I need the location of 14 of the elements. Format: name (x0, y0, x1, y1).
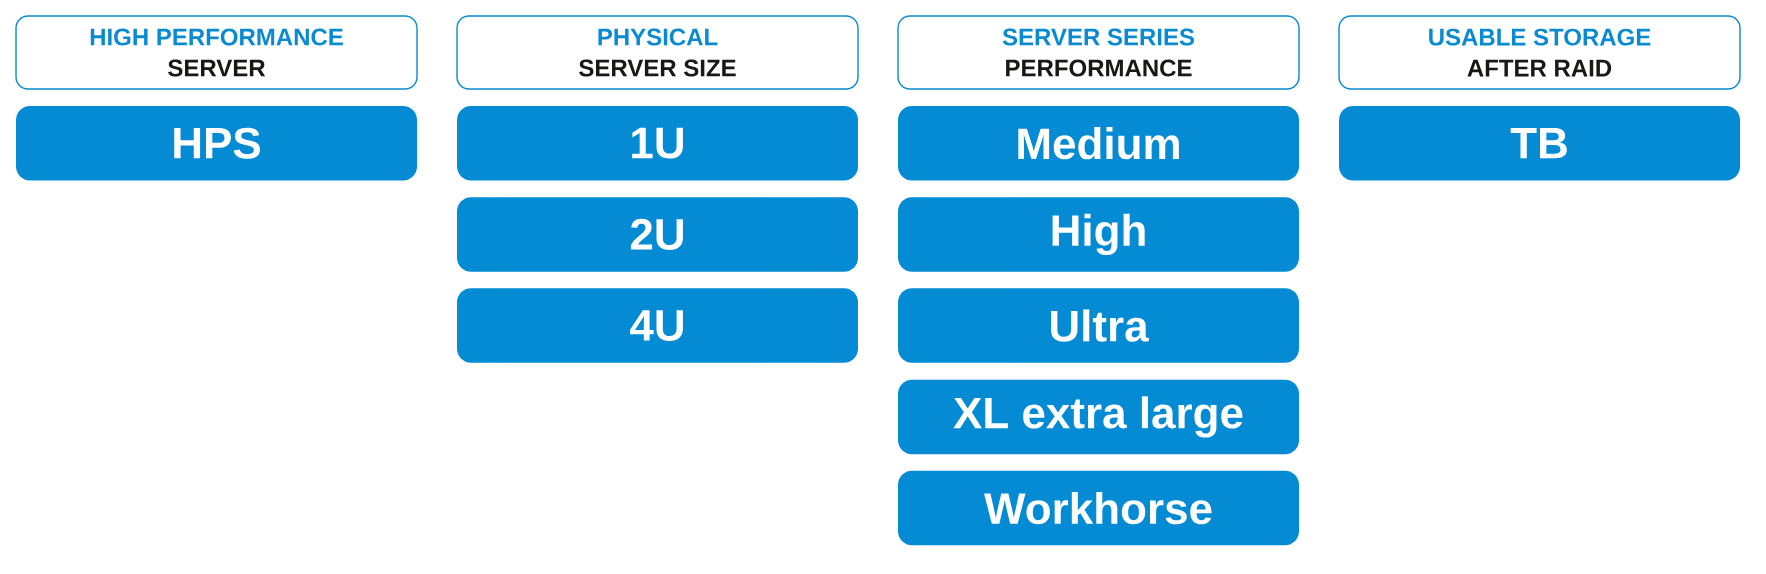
category-header: PHYSICAL SERVER SIZE (456, 15, 859, 90)
option-box: TB (1339, 105, 1740, 181)
option-box: 2U (457, 197, 858, 272)
option-box: XL extra large (898, 379, 1299, 455)
option-box: 1U (457, 105, 858, 181)
option-box: 4U (457, 288, 858, 363)
category-header: HIGH PERFORMANCE SERVER (15, 15, 418, 90)
option-box: Ultra (898, 288, 1299, 363)
category-header: SERVER SERIES PERFORMANCE (897, 15, 1300, 90)
option-box: High (898, 197, 1299, 272)
option-box: HPS (16, 105, 417, 181)
option-box: Workhorse (898, 470, 1299, 546)
option-box: Medium (898, 105, 1299, 181)
category-header: USABLE STORAGE AFTER RAID (1338, 15, 1741, 90)
